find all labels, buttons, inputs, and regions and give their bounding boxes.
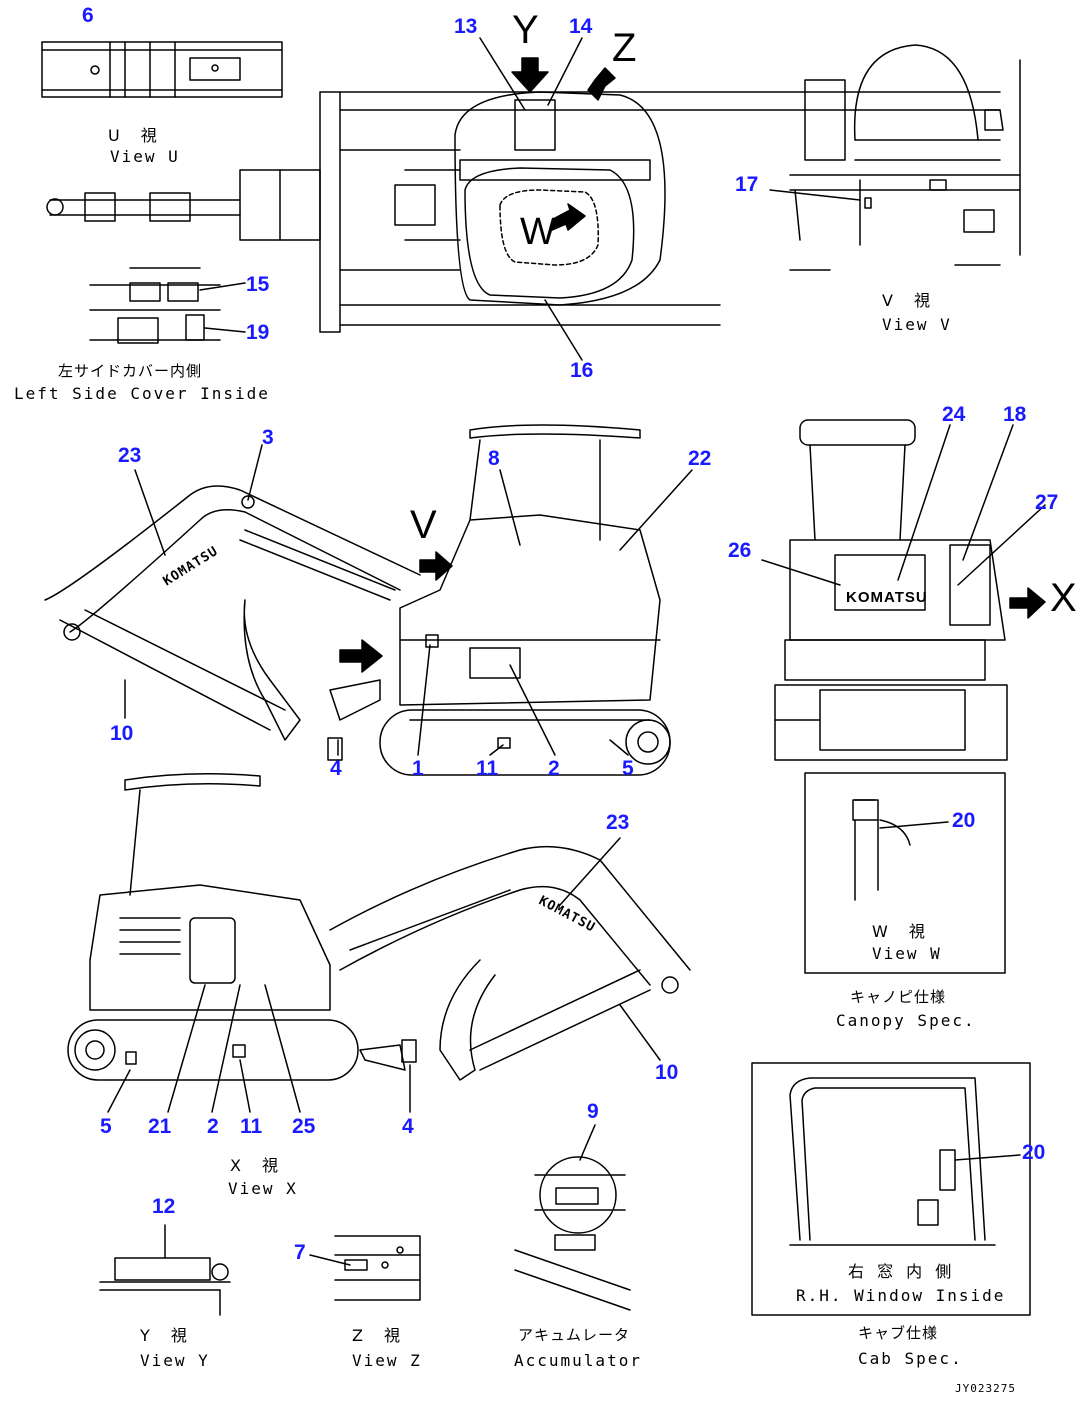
view-letter-z: Z <box>612 26 637 70</box>
view-u-drawing <box>41 41 283 98</box>
callout-6: 6 <box>82 4 94 27</box>
callout-12: 12 <box>152 1195 176 1218</box>
caption-canopy-jp: キャノピ仕様 <box>850 988 947 1006</box>
callout-10-right: 10 <box>655 1061 679 1084</box>
callout-10-left: 10 <box>110 722 134 745</box>
callout-23-left: 23 <box>118 444 142 467</box>
callout-5-left: 5 <box>622 757 634 780</box>
top-view-drawing <box>46 37 1001 361</box>
callout-20-canopy: 20 <box>952 809 976 832</box>
view-letter-x: X <box>1050 576 1077 620</box>
caption-view-y-jp: Y 視 <box>140 1326 195 1345</box>
caption-accumulator-jp: アキュムレータ <box>518 1326 631 1344</box>
caption-canopy-en: Canopy Spec. <box>836 1011 976 1030</box>
rear-view-drawing <box>761 419 1046 761</box>
callout-1: 1 <box>412 757 424 780</box>
caption-left-cover-en: Left Side Cover Inside <box>14 384 270 403</box>
callout-26: 26 <box>728 539 752 562</box>
view-y-drawing <box>99 1224 231 1316</box>
callout-27: 27 <box>1035 491 1059 514</box>
callout-2-right: 2 <box>207 1115 219 1138</box>
caption-view-z-en: View Z <box>352 1351 422 1370</box>
view-v-drawing <box>769 44 1021 271</box>
accumulator-drawing <box>514 1124 631 1311</box>
callout-22: 22 <box>688 447 712 470</box>
caption-view-v-en: View V <box>882 315 952 334</box>
caption-view-u-jp: U 視 <box>108 126 165 145</box>
callout-21: 21 <box>148 1115 172 1138</box>
callout-19: 19 <box>246 321 270 344</box>
view-letter-v: V <box>410 503 437 547</box>
callout-5-right: 5 <box>100 1115 112 1138</box>
left-elevation-drawing <box>44 424 693 776</box>
caption-view-y-en: View Y <box>140 1351 210 1370</box>
caption-view-v-jp: V 視 <box>882 291 939 310</box>
left-cover-drawing <box>89 267 246 344</box>
caption-left-cover-jp: 左サイドカバー内側 <box>58 362 203 380</box>
caption-accumulator-en: Accumulator <box>514 1351 642 1370</box>
callout-16: 16 <box>570 359 594 382</box>
caption-view-w-jp: W 視 <box>872 922 933 941</box>
callout-11-left: 11 <box>476 757 499 780</box>
caption-view-x-en: View X <box>228 1179 298 1198</box>
view-w-drawing <box>804 772 1006 974</box>
caption-rh-window-en: R.H. Window Inside <box>796 1286 1006 1305</box>
callout-11-right: 11 <box>240 1115 263 1138</box>
komatsu-mark-rear: KOMATSU <box>846 589 928 606</box>
callout-13: 13 <box>454 15 478 38</box>
caption-cab-jp: キャブ仕様 <box>858 1324 939 1342</box>
view-z-drawing <box>309 1235 421 1301</box>
callout-9: 9 <box>587 1100 599 1123</box>
caption-view-z-jp: Z 視 <box>352 1326 409 1345</box>
view-letter-y: Y <box>512 8 539 52</box>
callout-24: 24 <box>942 403 966 426</box>
callout-2-left: 2 <box>548 757 560 780</box>
callout-4-left: 4 <box>330 757 342 780</box>
callout-15: 15 <box>246 273 270 296</box>
caption-view-u-en: View U <box>110 147 180 166</box>
drawing-number: JY023275 <box>955 1382 1016 1395</box>
callout-25: 25 <box>292 1115 316 1138</box>
caption-view-x-jp: X 視 <box>230 1156 287 1175</box>
callout-17: 17 <box>735 173 759 196</box>
cab-spec-drawing <box>751 1062 1031 1316</box>
view-letter-w: W <box>520 211 556 253</box>
callout-3: 3 <box>262 426 274 449</box>
callout-23-right: 23 <box>606 811 630 834</box>
caption-cab-en: Cab Spec. <box>858 1349 963 1368</box>
caption-rh-window-jp: 右 窓 内 側 <box>848 1262 956 1281</box>
callout-18: 18 <box>1003 403 1027 426</box>
callout-14: 14 <box>569 15 593 38</box>
callout-7: 7 <box>294 1241 306 1264</box>
callout-4-right: 4 <box>402 1115 414 1138</box>
callout-8: 8 <box>488 447 500 470</box>
right-elevation-drawing <box>67 773 691 1113</box>
caption-view-w-en: View W <box>872 944 942 963</box>
callout-20-cab: 20 <box>1022 1141 1046 1164</box>
